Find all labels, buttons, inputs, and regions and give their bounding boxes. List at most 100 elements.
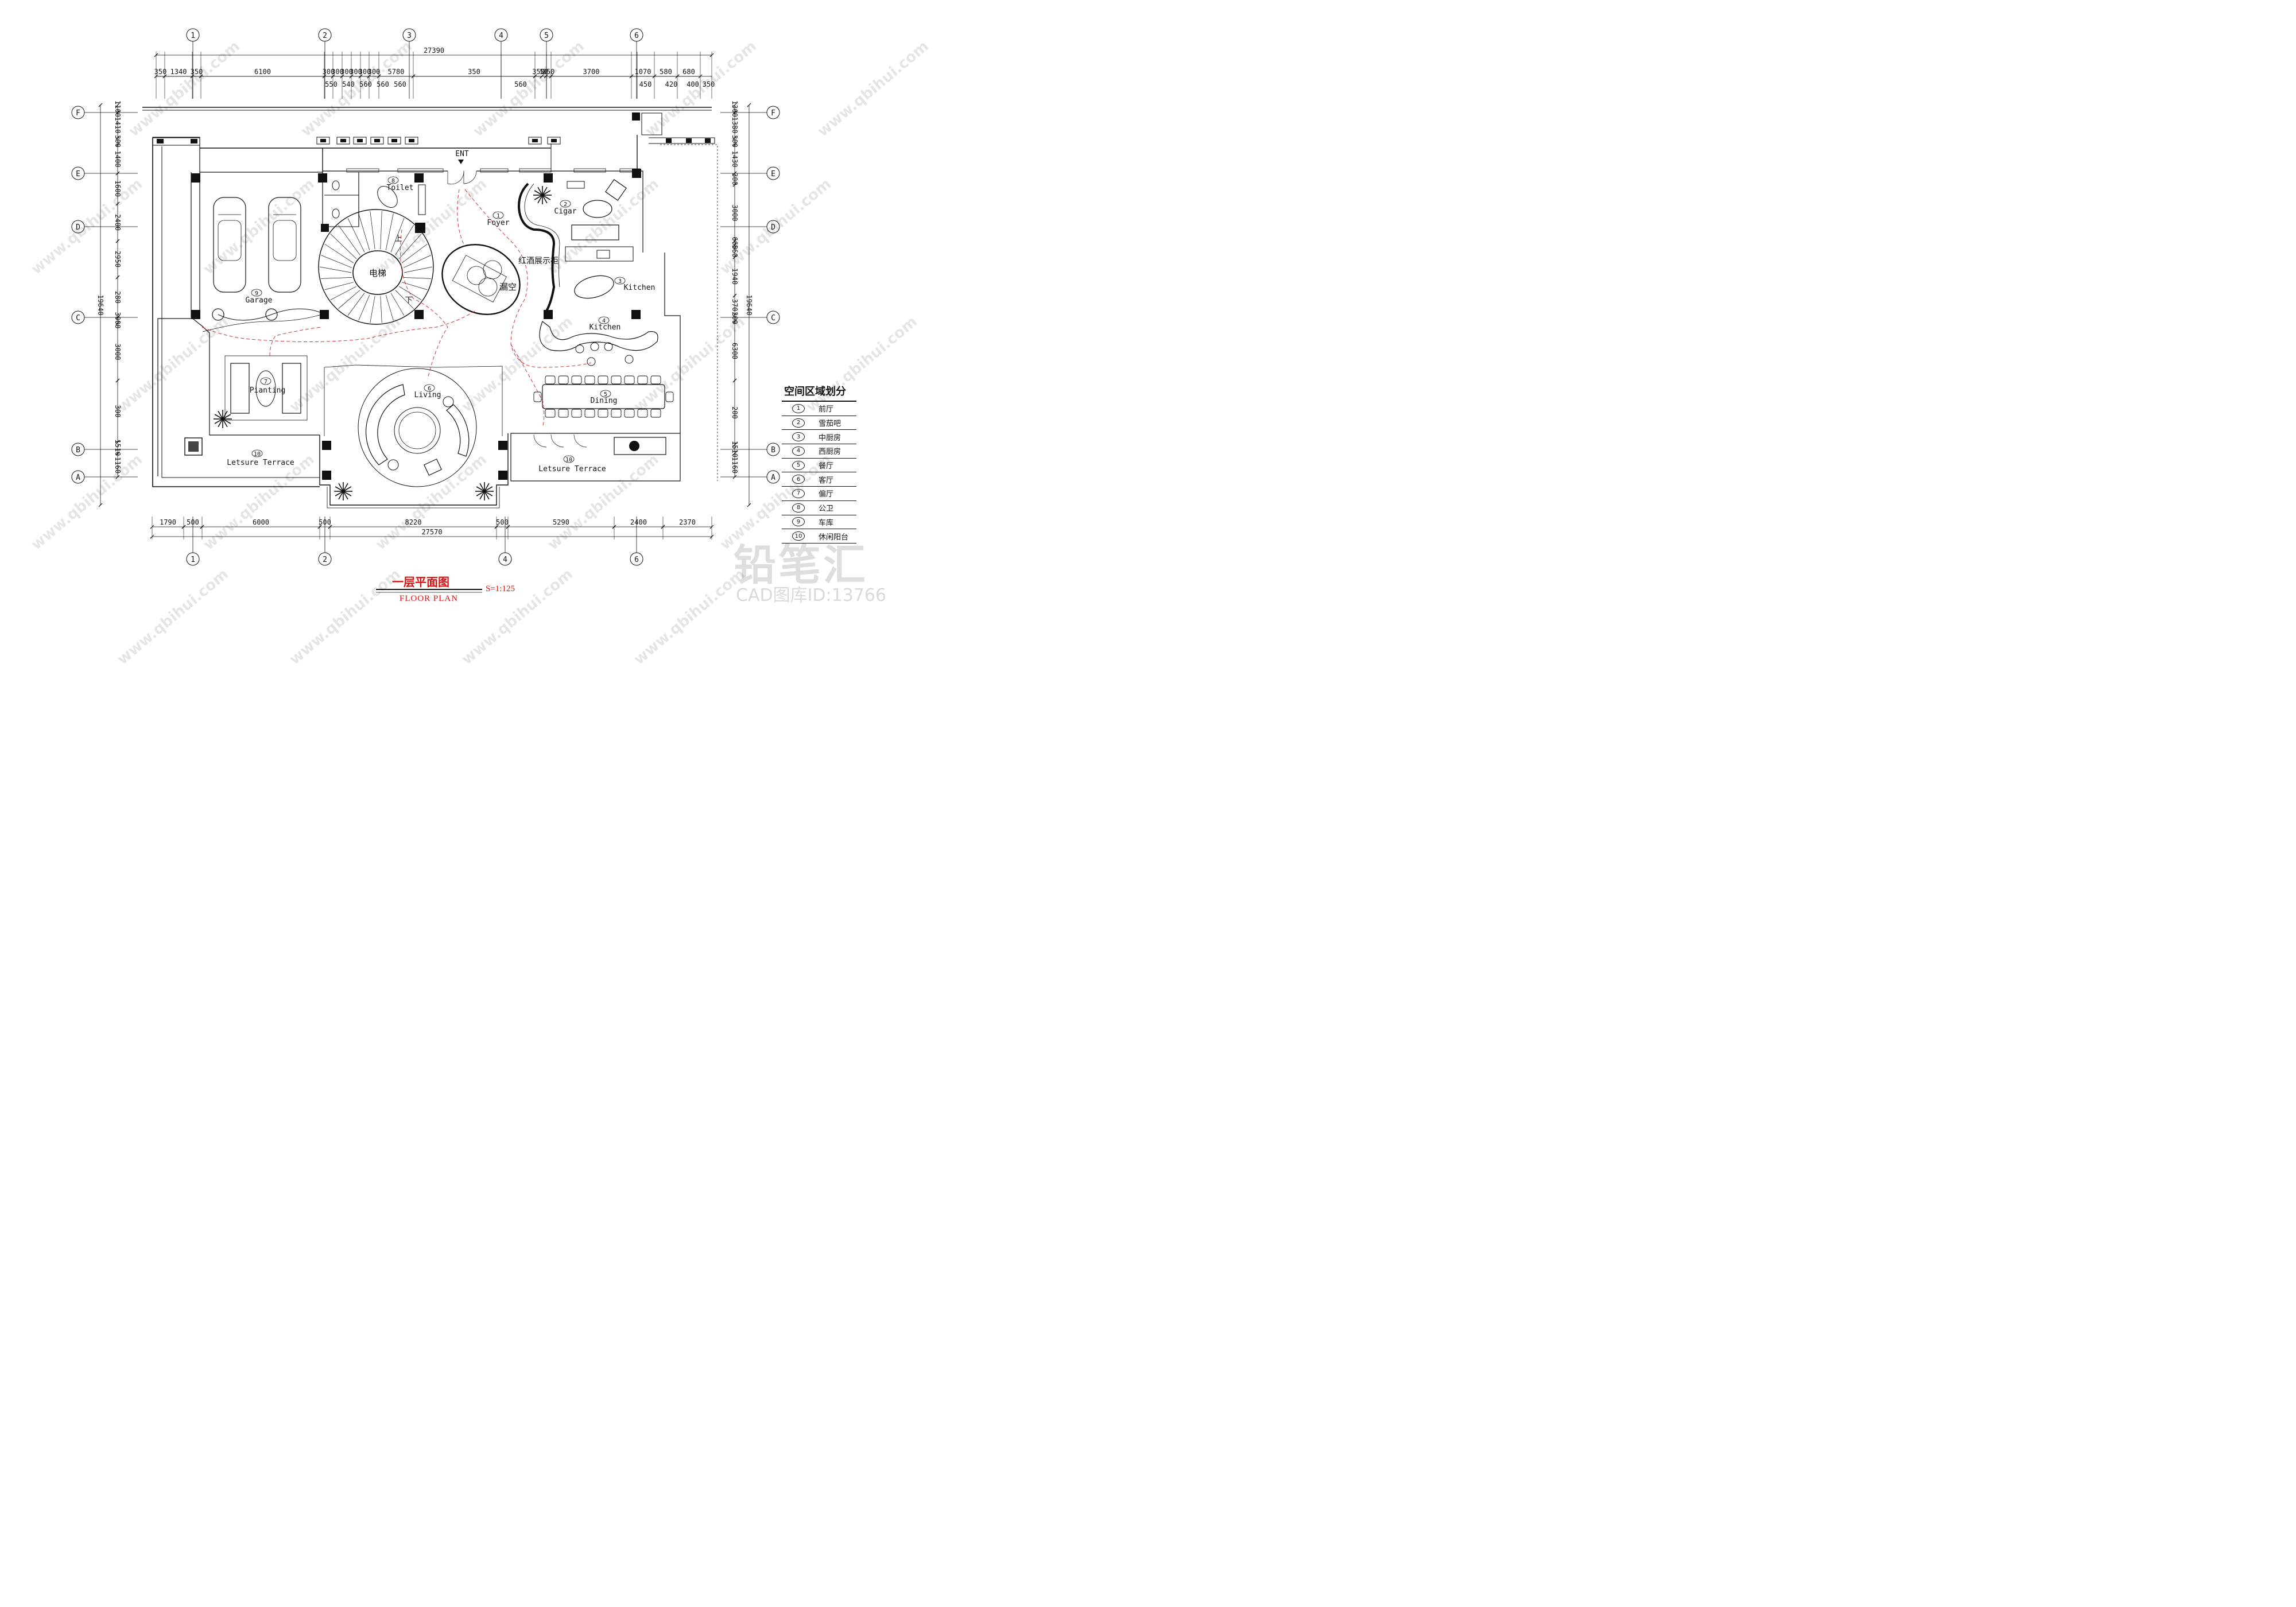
dining-chair — [584, 375, 595, 385]
stair-tread — [324, 282, 354, 290]
plant-leaf — [542, 190, 551, 196]
room-number: 8 — [391, 178, 395, 184]
legend-row-name: 餐厅 — [819, 462, 834, 471]
plant-leaf — [542, 195, 551, 200]
structural-column — [191, 310, 200, 319]
stair-up-label: 上 — [394, 235, 402, 243]
structural-column — [632, 169, 641, 178]
room-name: Dining — [591, 397, 618, 405]
stair-tread — [385, 213, 394, 251]
dining-chair — [665, 391, 674, 402]
plan-subtitle: FLOOR PLAN — [400, 594, 459, 603]
grid-label-top: 4 — [499, 32, 503, 40]
structural-column — [498, 441, 507, 450]
grid-label-top: 5 — [544, 32, 549, 40]
dim-text: 1410 — [114, 117, 122, 134]
window-sill — [619, 168, 641, 173]
outer-wall — [152, 138, 320, 487]
dim-text: 400 — [687, 80, 699, 88]
grid-label-row: E — [771, 170, 775, 178]
plant-leaf — [214, 414, 223, 420]
room-number: 7 — [264, 379, 267, 385]
dim-text: 300 — [331, 68, 344, 76]
dim-tick — [732, 142, 737, 147]
stair-tread — [330, 286, 356, 300]
structural-column — [415, 223, 425, 233]
entrance-label: ENT — [455, 150, 469, 158]
legend-row-name: 偏厅 — [819, 490, 834, 499]
dim-text: 420 — [665, 80, 678, 88]
window-post — [705, 138, 711, 143]
curved-sofa — [365, 384, 405, 465]
grid-label-top: 2 — [323, 32, 327, 40]
dim-text: 27390 — [424, 46, 444, 55]
terrace-wall — [510, 253, 681, 482]
stair-tread — [401, 282, 428, 290]
dim-text: 2400 — [630, 518, 647, 526]
structural-column — [320, 310, 329, 319]
dim-text: 560 — [359, 80, 372, 88]
entry-arrow — [458, 160, 464, 164]
dim-text: 300 — [359, 68, 371, 76]
dim-tick — [732, 442, 737, 447]
plant-leaf — [218, 418, 223, 428]
window-post — [409, 139, 414, 142]
dim-tick — [115, 135, 120, 140]
pianting-rug — [224, 355, 308, 421]
circulation-route — [457, 189, 466, 247]
window-post — [374, 139, 380, 142]
room-name: Garage — [246, 296, 273, 305]
stair-tread — [401, 243, 428, 263]
structural-column — [322, 471, 331, 480]
outdoor-post — [629, 441, 639, 451]
grid-label-bottom: 2 — [323, 556, 327, 564]
coffee-table — [255, 370, 276, 407]
stair-tread — [403, 255, 432, 268]
dim-tick — [732, 255, 737, 259]
stair-tread — [370, 296, 375, 323]
toilet-basin — [377, 186, 398, 208]
car-roof — [273, 220, 297, 261]
dim-text: 3700 — [583, 68, 600, 76]
grid-label-row: F — [771, 109, 775, 118]
cad-library-id: CAD图库ID:13766 — [736, 585, 887, 605]
dim-text: 3000 — [114, 312, 122, 329]
circulation-path — [201, 189, 592, 428]
window-sill — [480, 168, 509, 173]
legend-row-name: 中厨房 — [819, 433, 841, 442]
dim-text: 200 — [731, 312, 739, 324]
room-number-bubble — [598, 316, 610, 324]
plant-leaf — [222, 414, 231, 420]
dining-chair — [650, 409, 661, 418]
legend-row-number: 9 — [792, 517, 805, 527]
plant-leaf — [222, 410, 228, 420]
grid-label-top: 1 — [191, 32, 195, 40]
plant-leaf — [222, 418, 228, 428]
dim-text: 280 — [114, 291, 122, 304]
plan-scale: S=1:125 — [486, 584, 515, 593]
living-outline — [324, 364, 503, 436]
dim-text: 5290 — [553, 518, 569, 526]
legend-row-name: 雪茄吧 — [819, 420, 841, 429]
dim-text: 6100 — [254, 68, 271, 76]
room-number-bubble — [492, 211, 504, 219]
dining-chair — [545, 375, 556, 385]
dim-tick — [98, 103, 103, 107]
room-name: Cigar — [554, 207, 576, 216]
vanity — [418, 184, 426, 215]
wine-display-wall — [518, 183, 556, 314]
plant-leaf — [343, 486, 352, 492]
window-frame — [152, 137, 200, 146]
structural-column — [631, 310, 641, 319]
dim-text: 300 — [114, 135, 122, 147]
elevator-label: 电梯 — [369, 268, 386, 278]
bar-stool — [604, 342, 613, 351]
dim-tick — [732, 312, 737, 317]
dim-text: 350 — [532, 68, 545, 76]
window-frame — [528, 137, 542, 145]
